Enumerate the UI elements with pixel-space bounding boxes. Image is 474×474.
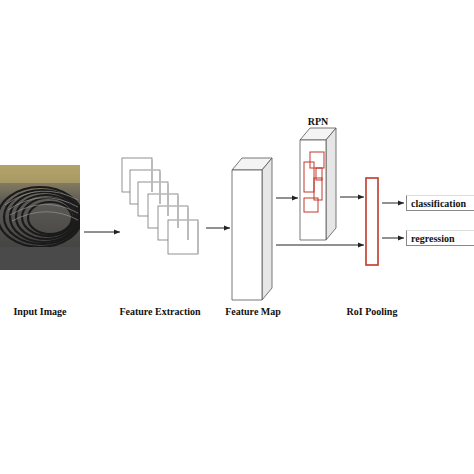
photo-node: Input Image [0, 165, 80, 270]
stage-label: Feature Extraction [119, 306, 200, 318]
photo-background [0, 165, 80, 270]
roi-outline [366, 178, 378, 265]
photo-floor [0, 247, 80, 270]
plate-face [326, 128, 336, 240]
flow-arrow [276, 245, 364, 246]
flow-arrow [382, 203, 404, 204]
output-label: regression [411, 232, 455, 245]
layer-shadow [177, 196, 179, 228]
wire-coils [0, 187, 80, 247]
proposal-box [310, 152, 324, 168]
output-box: classification [406, 195, 474, 211]
flow-arrow [84, 232, 120, 233]
roi-node: RoI Pooling [366, 178, 378, 265]
node-outline [366, 178, 378, 265]
output-label: classification [411, 197, 466, 210]
feature-layer [168, 220, 198, 254]
plate-face [262, 158, 272, 300]
proposal-box [314, 178, 322, 200]
rpn-node: RPN [300, 128, 336, 240]
plate-face [300, 140, 326, 240]
proposal-box [316, 168, 322, 180]
layer-shadow [197, 222, 199, 254]
layer-shadow [167, 184, 169, 216]
layer-shadow [151, 160, 153, 192]
input-photo [0, 165, 80, 270]
stack-node: Feature Extraction [122, 158, 202, 268]
node-outline [122, 158, 202, 268]
flow-arrow [340, 197, 364, 198]
coil-highlights [5, 191, 78, 221]
proposal-box [304, 162, 314, 192]
flow-arrow [382, 238, 404, 239]
flow-arrow [206, 228, 230, 229]
node-outline [232, 158, 272, 300]
stage-label: RoI Pooling [347, 306, 398, 318]
stage-label: RPN [308, 116, 329, 128]
layer-shadow [159, 172, 161, 204]
flow-arrow [276, 198, 298, 199]
stage-label: Feature Map [225, 306, 281, 318]
proposal-box [304, 198, 318, 212]
layer-shadow [187, 208, 189, 240]
output-box: regression [406, 230, 474, 246]
stage-label: Input Image [13, 306, 66, 318]
photo-wall [0, 165, 80, 183]
plate-node: Feature Map [232, 158, 272, 300]
plate-face [232, 170, 262, 300]
node-outline [300, 128, 336, 240]
